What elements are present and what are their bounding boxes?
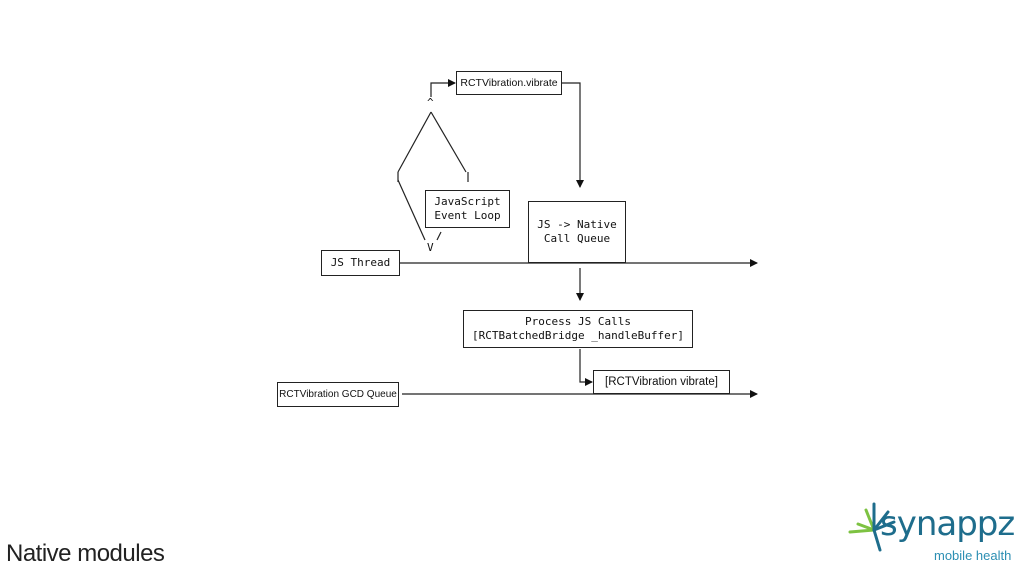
js-native-call-queue-box: JS -> Native Call Queue bbox=[528, 201, 626, 263]
slide-caption: Native modules bbox=[6, 540, 165, 567]
rctvibration-gcd-queue-box: RCTVibration GCD Queue bbox=[277, 382, 399, 407]
rctvibration-vibrate-method-box: [RCTVibration vibrate] bbox=[593, 370, 730, 394]
diamond-bottom-v: V bbox=[427, 241, 434, 254]
diamond-lower-left bbox=[397, 179, 426, 241]
loop-to-vibrate-arrow bbox=[430, 79, 456, 97]
javascript-event-loop-box: JavaScript Event Loop bbox=[425, 190, 510, 228]
rctvibration-vibrate-box: RCTVibration.vibrate bbox=[456, 71, 562, 95]
diamond-lower-right bbox=[436, 231, 442, 241]
process-js-calls-box: Process JS Calls [RCTBatchedBridge _hand… bbox=[463, 310, 693, 348]
synappz-logo-word: synappz bbox=[880, 504, 1015, 544]
synappz-star-icon bbox=[848, 502, 896, 552]
diamond-upper-left bbox=[397, 111, 432, 173]
vibrate-to-queue-arrow bbox=[562, 82, 584, 188]
diamond-top-caret: ^ bbox=[427, 96, 434, 109]
diamond-upper-right bbox=[430, 111, 467, 173]
js-thread-box: JS Thread bbox=[321, 250, 400, 276]
process-to-method-arrow bbox=[579, 349, 593, 386]
synappz-logo-tagline: mobile health bbox=[934, 548, 1012, 563]
synappz-logo: synappz mobile health bbox=[844, 500, 1024, 570]
